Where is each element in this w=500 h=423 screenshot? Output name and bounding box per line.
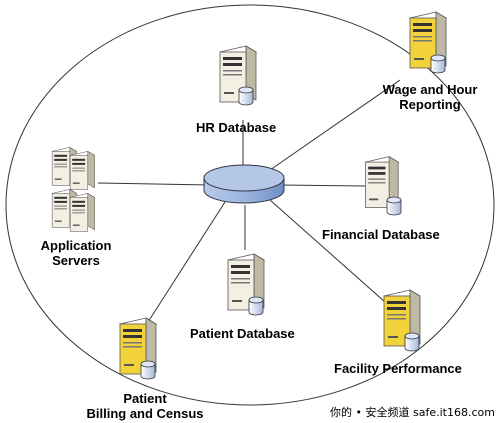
spokes xyxy=(97,79,401,323)
application-servers-label-line2: Servers xyxy=(52,253,100,268)
central-hub xyxy=(203,164,285,204)
patient-billing-label-line2: Billing and Census xyxy=(86,406,204,421)
outer-ring xyxy=(5,4,495,406)
facility-performance-label: Facility Performance xyxy=(334,361,462,376)
wage-hour-label-line1: Wage and Hour xyxy=(382,82,478,97)
wage-hour-label: Wage and Hour Reporting xyxy=(374,82,486,112)
patient-billing-label-line1: Patient xyxy=(123,391,167,406)
spoke-facility xyxy=(269,199,386,303)
patient-billing-label: Patient Billing and Census xyxy=(70,391,220,421)
wage-hour-label-line2: Reporting xyxy=(399,97,461,112)
patient-database-label: Patient Database xyxy=(190,326,295,341)
wage-hour-server-icon xyxy=(409,11,447,74)
financial-database-server-icon xyxy=(364,156,402,216)
spoke-billing xyxy=(147,201,226,323)
spoke-wage xyxy=(269,79,401,171)
spoke-financial xyxy=(279,184,366,187)
spoke-app xyxy=(97,182,211,186)
hr-database-server-icon xyxy=(219,45,257,106)
financial-database-label: Financial Database xyxy=(322,227,440,242)
patient-billing-server-icon xyxy=(119,317,157,380)
hr-database-label: HR Database xyxy=(196,120,277,135)
application-servers-label: Application Servers xyxy=(30,238,122,268)
patient-database-server-icon xyxy=(227,253,265,316)
watermark-text: 你的 • 安全频道 safe.it168.com xyxy=(330,404,495,420)
application-servers-icon xyxy=(51,147,95,232)
application-servers-label-line1: Application xyxy=(40,238,112,253)
facility-performance-server-icon xyxy=(383,289,421,352)
